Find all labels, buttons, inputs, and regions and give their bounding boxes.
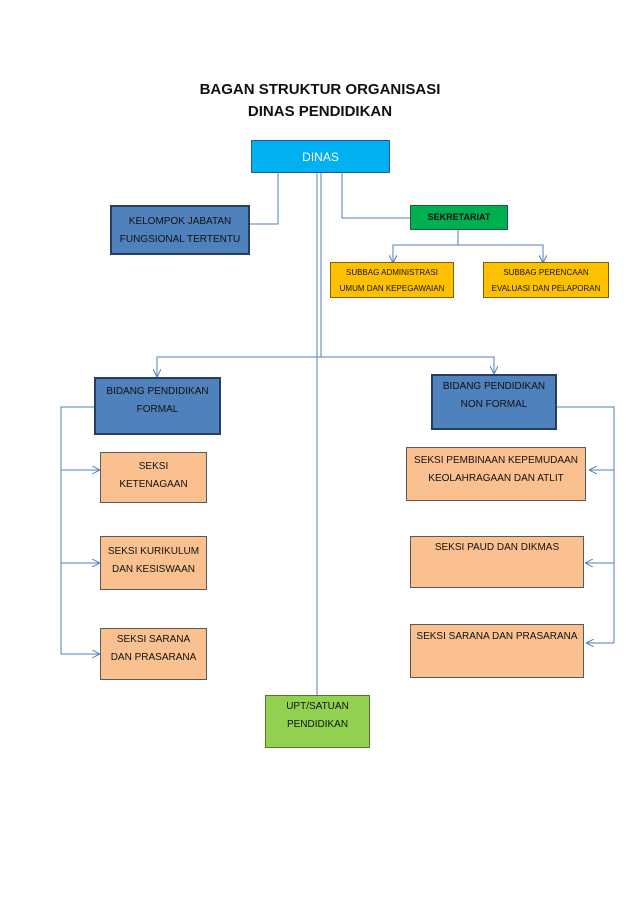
node-kelompok-jabatan-line1: KELOMPOK JABATAN <box>128 216 232 227</box>
line-dinas-to-kelompok <box>250 172 279 225</box>
node-seksi-ketenagaan: SEKSI KETENAGAAN <box>100 452 207 503</box>
node-subbag-perencanaan: SUBBAG PERENCAAN EVALUASI DAN PELAPORAN <box>483 262 609 298</box>
node-sekretariat-label: SEKRETARIAT <box>427 212 491 222</box>
node-subbag-perencanaan-line1: SUBBAG PERENCAAN <box>503 268 589 277</box>
node-seksi-pembinaan-line1: SEKSI PEMBINAAN KEPEMUDAAN <box>414 455 578 466</box>
node-seksi-sarana-nonformal-label: SEKSI SARANA DAN PRASARANA <box>416 631 578 642</box>
node-bidang-nonformal-line2: NON FORMAL <box>460 399 528 410</box>
node-seksi-sarana-formal: SEKSI SARANA DAN PRASARANA <box>100 628 207 680</box>
node-upt-line1: UPT/SATUAN <box>286 701 349 712</box>
node-upt-satuan-pendidikan: UPT/SATUAN PENDIDIKAN <box>265 695 370 748</box>
node-bidang-nonformal: BIDANG PENDIDIKAN NON FORMAL <box>431 374 557 430</box>
line-to-bidang-formal <box>157 356 321 376</box>
node-seksi-paud: SEKSI PAUD DAN DIKMAS <box>410 536 584 588</box>
chart-title-line2: DINAS PENDIDIKAN <box>247 103 393 120</box>
node-seksi-sarana-formal-line2: DAN PRASARANA <box>110 652 197 663</box>
node-subbag-administrasi-line1: SUBBAG ADMINISTRASI <box>345 268 439 277</box>
node-seksi-sarana-formal-line1: SEKSI SARANA <box>116 634 191 645</box>
node-seksi-kurikulum: SEKSI KURIKULUM DAN KESISWAAN <box>100 536 207 590</box>
node-kelompok-jabatan-line2: FUNGSIONAL TERTENTU <box>119 234 241 245</box>
line-nonformal-bracket <box>557 406 615 643</box>
node-seksi-kurikulum-line1: SEKSI KURIKULUM <box>107 546 200 557</box>
node-bidang-formal: BIDANG PENDIDIKAN FORMAL <box>94 377 221 435</box>
chart-title-line1: BAGAN STRUKTUR ORGANISASI <box>199 81 441 98</box>
node-seksi-pembinaan: SEKSI PEMBINAAN KEPEMUDAAN KEOLAHRAGAAN … <box>406 447 586 501</box>
node-bidang-nonformal-line1: BIDANG PENDIDIKAN <box>442 381 546 392</box>
node-subbag-administrasi: SUBBAG ADMINISTRASI UMUM DAN KEPEGAWAIAN <box>330 262 454 298</box>
node-dinas: DINAS <box>251 140 390 173</box>
node-seksi-pembinaan-line2: KEOLAHRAGAAN DAN ATLIT <box>428 473 564 484</box>
line-formal-bracket <box>60 406 95 654</box>
line-dinas-to-sekretariat <box>341 172 410 219</box>
node-seksi-sarana-nonformal: SEKSI SARANA DAN PRASARANA <box>410 624 584 678</box>
node-dinas-label: DINAS <box>302 150 339 164</box>
node-sekretariat: SEKRETARIAT <box>410 205 508 230</box>
node-seksi-ketenagaan-line1: SEKSI <box>138 461 169 472</box>
node-subbag-administrasi-line2: UMUM DAN KEPEGAWAIAN <box>339 284 445 293</box>
line-to-bidang-nonformal <box>321 356 494 373</box>
node-upt-line2: PENDIDIKAN <box>286 719 349 730</box>
node-kelompok-jabatan: KELOMPOK JABATAN FUNGSIONAL TERTENTU <box>110 205 250 255</box>
node-bidang-formal-line2: FORMAL <box>136 404 179 415</box>
node-seksi-ketenagaan-line2: KETENAGAAN <box>119 479 188 490</box>
node-seksi-paud-label: SEKSI PAUD DAN DIKMAS <box>434 542 560 553</box>
node-bidang-formal-line1: BIDANG PENDIDIKAN <box>106 386 209 397</box>
node-seksi-kurikulum-line2: DAN KESISWAAN <box>112 564 195 575</box>
node-subbag-perencanaan-line2: EVALUASI DAN PELAPORAN <box>491 284 601 293</box>
line-sekretariat-to-subbag <box>393 230 459 262</box>
